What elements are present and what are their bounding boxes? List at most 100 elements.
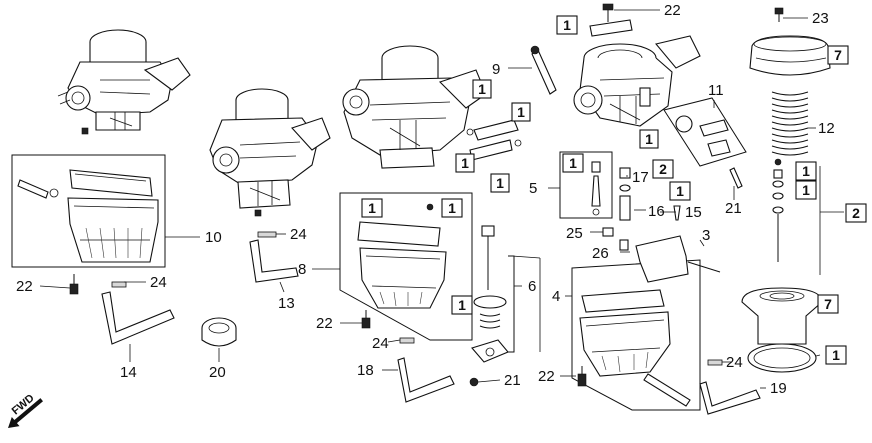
boxed-callout-1-h: 1	[669, 181, 691, 201]
boxed-callout-1-l: 1	[795, 161, 817, 181]
drain-screw-22-mid	[361, 310, 371, 329]
drain-hose-14	[101, 281, 175, 345]
callout-label: 1	[517, 104, 525, 120]
boxed-callout-1-b: 1	[472, 79, 492, 99]
callout-4: 4	[552, 288, 560, 305]
callout-label: 1	[676, 183, 684, 199]
callout-23: 23	[812, 10, 829, 27]
callout-label: 2	[852, 205, 860, 221]
callout-24-b: 24	[150, 274, 167, 291]
boxed-callout-2-b: 2	[845, 203, 867, 223]
screw-21-right	[729, 167, 743, 189]
callout-25: 25	[566, 225, 583, 242]
leader-lines	[39, 9, 844, 389]
boxed-callout-1-n: 1	[825, 345, 847, 365]
callout-label: 1	[478, 81, 486, 97]
callout-22-right: 22	[538, 368, 555, 385]
screw-21-bottom	[469, 377, 479, 387]
insulator-ring-20	[201, 317, 237, 347]
callout-label: 7	[824, 296, 832, 312]
jet-needle	[772, 158, 784, 262]
drain-screw-22-left	[69, 274, 79, 295]
callout-label: 1	[461, 155, 469, 171]
callout-12: 12	[818, 120, 835, 137]
callout-label: 1	[645, 131, 653, 147]
needle-valve-group-5	[559, 151, 613, 219]
boxed-callout-1-i: 1	[361, 198, 383, 218]
callout-10: 10	[205, 229, 222, 246]
callout-24-a: 24	[290, 226, 307, 243]
callout-24-c: 24	[372, 335, 389, 352]
callout-13: 13	[278, 295, 295, 312]
float-bracket-3	[635, 235, 721, 283]
callout-20: 20	[209, 364, 226, 381]
callout-21-bottom: 21	[504, 372, 521, 389]
carburetor-assembly-4	[573, 35, 701, 127]
callout-22-left: 22	[16, 278, 33, 295]
callout-14: 14	[120, 364, 137, 381]
callout-21-right: 21	[725, 200, 742, 217]
callout-17: 17	[632, 169, 649, 186]
callout-3: 3	[702, 227, 710, 244]
callout-label: 1	[458, 297, 466, 313]
spring	[771, 91, 809, 156]
boxed-callout-1-g: 1	[639, 129, 659, 149]
pipe-joints-center	[466, 119, 522, 161]
float-valve-seat	[602, 167, 631, 237]
top-cover	[749, 35, 831, 76]
callout-label: 1	[569, 155, 577, 171]
drain-hose-18	[397, 337, 455, 403]
screw-9	[530, 45, 557, 95]
callout-22-top: 22	[664, 2, 681, 19]
accelerator-pump-assembly-6	[471, 225, 515, 363]
boxed-callout-7-a: 7	[827, 45, 849, 65]
screw-15	[673, 205, 681, 221]
callout-19: 19	[770, 380, 787, 397]
drain-hose-19	[699, 359, 761, 415]
float-chamber-assembly-4	[571, 259, 701, 411]
callout-6: 6	[528, 278, 536, 295]
callout-label: 1	[368, 200, 376, 216]
callout-8: 8	[298, 261, 306, 278]
callout-24-d: 24	[726, 354, 743, 371]
float-chamber-assembly-10	[11, 154, 166, 268]
callout-label: 1	[802, 163, 810, 179]
washer-26	[619, 239, 629, 251]
callout-label: 1	[563, 17, 571, 33]
callout-22-mid: 22	[316, 315, 333, 332]
boxed-callout-1-e: 1	[490, 173, 510, 193]
callout-26: 26	[592, 245, 609, 262]
callout-18: 18	[357, 362, 374, 379]
choke-link-11	[663, 97, 747, 167]
drain-screw-22-right	[577, 366, 587, 387]
boxed-callout-1-m: 1	[795, 180, 817, 200]
boxed-callout-1-j: 1	[441, 198, 463, 218]
callout-5: 5	[529, 180, 537, 197]
callout-label: 1	[832, 347, 840, 363]
callout-11: 11	[708, 82, 724, 99]
float-chamber-assembly-8	[339, 192, 473, 341]
boxed-callout-1-c: 1	[511, 102, 531, 122]
callout-label: 7	[834, 47, 842, 63]
carburetor-assembly-2	[209, 88, 331, 217]
drain-hose-13	[249, 231, 299, 283]
boxed-callout-2-a: 2	[652, 159, 674, 179]
callout-16: 16	[648, 203, 665, 220]
callout-15: 15	[685, 204, 702, 221]
vacuum-piston	[741, 287, 823, 345]
boxed-callout-1-f: 1	[562, 153, 584, 173]
callout-label: 1	[448, 200, 456, 216]
diaphragm-ring	[747, 343, 817, 373]
callout-9: 9	[492, 61, 500, 78]
boxed-callout-1-a: 1	[556, 15, 578, 35]
boxed-callout-1-k: 1	[451, 295, 473, 315]
screw-23	[774, 7, 784, 22]
carburetor-assembly-1	[57, 29, 191, 135]
boxed-callout-1-d: 1	[455, 153, 475, 173]
callout-label: 1	[496, 175, 504, 191]
carburetor-assembly-3	[342, 45, 487, 169]
fwd-arrow-icon: FWD	[8, 392, 43, 428]
callout-label: 1	[802, 182, 810, 198]
bolt-22-top	[589, 3, 633, 37]
